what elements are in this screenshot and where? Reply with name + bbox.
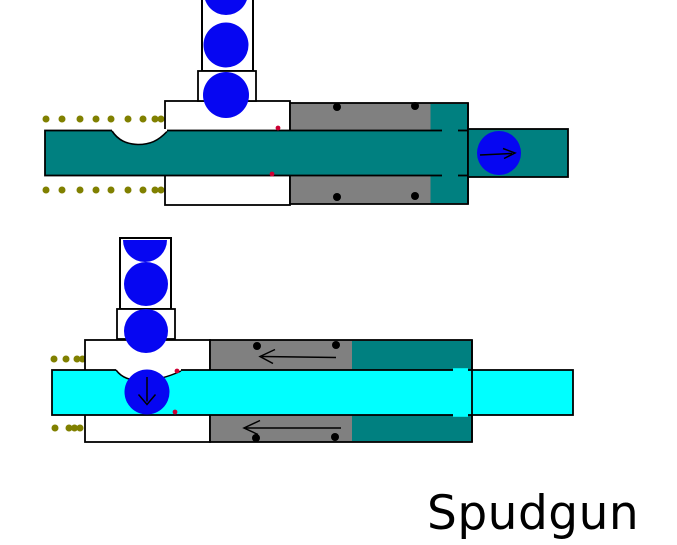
dot xyxy=(58,115,66,123)
dot xyxy=(51,424,59,432)
dot xyxy=(76,186,84,194)
screw-dot xyxy=(411,192,419,200)
dot xyxy=(151,186,159,194)
detent-notch-edge xyxy=(111,130,168,146)
bore-gap-mask xyxy=(453,413,468,417)
dot xyxy=(92,115,100,123)
dot xyxy=(62,355,70,363)
ammo-ball xyxy=(203,72,249,118)
ammo-ball xyxy=(203,22,249,68)
ammo-ball xyxy=(123,240,167,262)
arrow-shaft xyxy=(261,355,337,359)
arrow-head xyxy=(258,348,276,365)
dot xyxy=(73,355,81,363)
dot xyxy=(42,186,50,194)
arrow-head xyxy=(242,419,261,436)
diagram-top xyxy=(42,0,569,206)
ammo-ball xyxy=(124,309,168,353)
dot xyxy=(65,424,73,432)
ammo-ball xyxy=(124,262,168,306)
screw-dot xyxy=(333,103,341,111)
seal-mark xyxy=(275,125,281,131)
screw-dot xyxy=(253,342,261,350)
dot xyxy=(139,186,147,194)
screw-dot xyxy=(333,193,341,201)
arrow-head xyxy=(502,147,517,160)
dot xyxy=(42,115,50,123)
dot xyxy=(92,186,100,194)
dot xyxy=(151,115,159,123)
bore-gap-mask xyxy=(453,368,468,372)
dot xyxy=(157,115,165,123)
dot xyxy=(50,355,58,363)
dotted-line-top-row xyxy=(42,115,165,123)
arrow-left-icon xyxy=(258,348,337,365)
arrow-down-icon xyxy=(137,377,157,406)
bore-gap-mask xyxy=(442,172,458,177)
dotted-line-bottom-row xyxy=(51,424,84,432)
arrow-shaft xyxy=(479,152,513,156)
arrow-head xyxy=(137,394,157,406)
dot xyxy=(139,115,147,123)
dot xyxy=(76,115,84,123)
screw-dot xyxy=(331,433,339,441)
detent-notch xyxy=(112,129,167,145)
dot xyxy=(107,115,115,123)
arrow-right-icon xyxy=(479,147,517,160)
screw-dot xyxy=(252,434,260,442)
seal-mark xyxy=(269,171,275,177)
ammo-ball xyxy=(205,0,247,15)
screw-dot xyxy=(332,341,340,349)
projectile-ball xyxy=(477,131,521,175)
seal-mark xyxy=(174,368,180,374)
dotted-line-top-row xyxy=(50,355,86,363)
diagram-bottom xyxy=(50,237,574,443)
dotted-line-bottom-row xyxy=(42,186,165,194)
dot xyxy=(157,186,165,194)
dot xyxy=(124,115,132,123)
arrow-left-icon xyxy=(242,419,341,436)
page-title: Spudgun xyxy=(427,486,640,541)
dot xyxy=(76,424,84,432)
screw-dot xyxy=(411,102,419,110)
dot xyxy=(58,186,66,194)
dot xyxy=(124,186,132,194)
dot xyxy=(107,186,115,194)
seal-mark xyxy=(172,409,178,415)
bore-gap-mask xyxy=(442,129,458,133)
barrel xyxy=(44,129,469,177)
dot xyxy=(71,424,78,432)
